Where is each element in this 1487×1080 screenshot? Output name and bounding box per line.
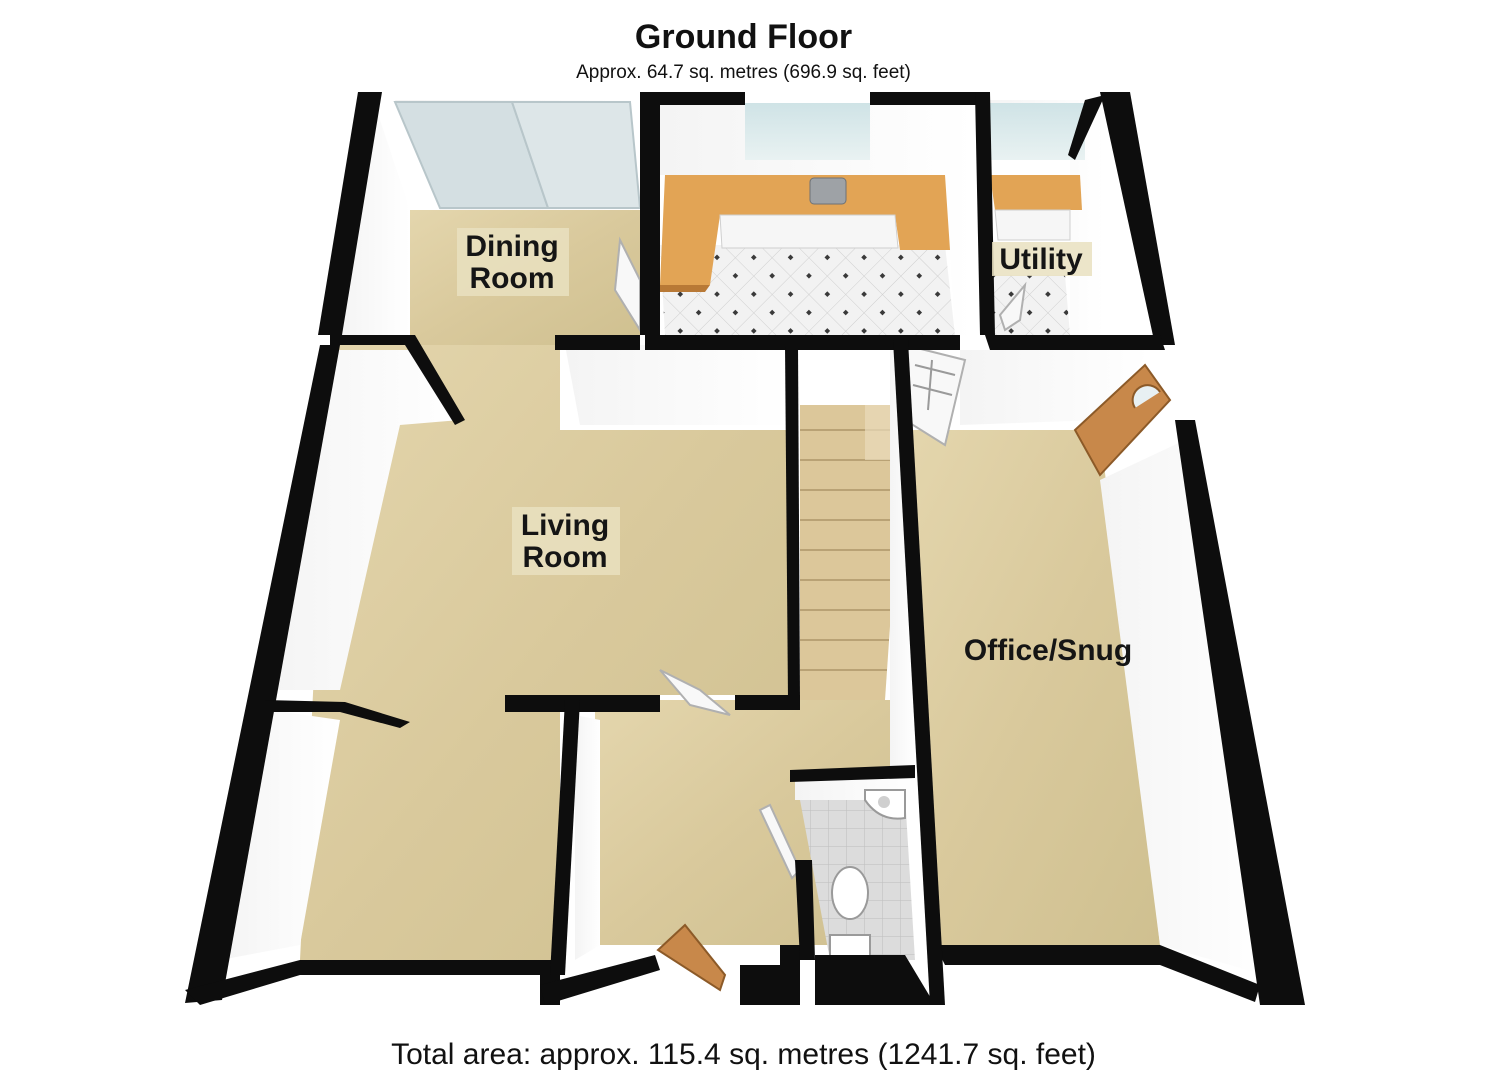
kitchen-floor bbox=[660, 245, 955, 335]
total-area: Total area: approx. 115.4 sq. metres (12… bbox=[391, 1038, 1096, 1071]
windows bbox=[393, 101, 1085, 209]
office-snug-label: Office/Snug bbox=[964, 634, 1132, 667]
dining-room-label-2: Room bbox=[470, 262, 555, 295]
wc-fixtures bbox=[829, 789, 906, 958]
living-room-label-2: Room bbox=[523, 541, 608, 574]
utility-floor bbox=[990, 275, 1070, 335]
floor-area: Approx. 64.7 sq. metres (696.9 sq. feet) bbox=[576, 62, 911, 83]
staircase bbox=[800, 405, 905, 700]
floor-title: Ground Floor bbox=[634, 18, 853, 56]
kitchen-counters bbox=[660, 175, 1082, 292]
dining-room-label-1: Dining bbox=[465, 230, 558, 263]
living-room-label-1: Living bbox=[521, 509, 609, 542]
utility-label: Utility bbox=[999, 243, 1083, 276]
room-labels: Dining Room Living Room Utility Office/S… bbox=[457, 228, 1132, 667]
carpet-floor bbox=[300, 210, 1160, 960]
wall-tops bbox=[185, 92, 1305, 1005]
doors bbox=[613, 236, 1172, 992]
